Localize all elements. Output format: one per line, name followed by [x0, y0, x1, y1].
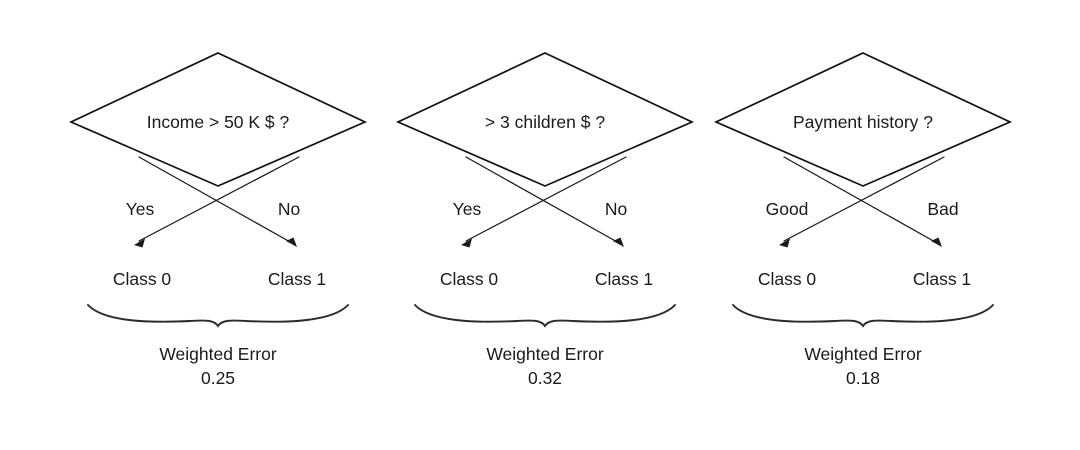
question-label-3: Payment history ?	[793, 112, 933, 132]
decision-diamond-2[interactable]	[395, 52, 695, 187]
branch-label-right-1: No	[278, 199, 300, 219]
leaf-label-right-1: Class 1	[268, 269, 326, 289]
decision-tree-2: > 3 children $ ? Yes No Class 0 Class 1 …	[395, 52, 695, 388]
arrow-head-right-1	[286, 237, 297, 247]
grouping-brace-3	[732, 304, 994, 328]
branch-edge-right-3	[783, 156, 938, 244]
summary-label-1: Weighted Error	[159, 344, 277, 364]
summary-value-2: 0.32	[528, 368, 562, 388]
arrow-head-right-3	[931, 237, 942, 247]
leaf-label-left-3: Class 0	[758, 269, 817, 289]
branch-label-left-3: Good	[766, 199, 809, 219]
arrow-head-left-3	[779, 238, 790, 248]
arrow-head-right-2	[613, 237, 624, 247]
question-label-2: > 3 children $ ?	[485, 112, 605, 132]
branch-edge-left-1	[138, 156, 300, 242]
leaf-label-left-1: Class 0	[113, 269, 172, 289]
arrow-head-left-1	[134, 238, 145, 248]
branch-label-right-3: Bad	[927, 199, 958, 219]
branch-edge-left-2	[465, 156, 627, 242]
leaf-label-right-3: Class 1	[913, 269, 971, 289]
summary-label-3: Weighted Error	[804, 344, 922, 364]
arrow-head-left-2	[461, 238, 472, 248]
grouping-brace-1	[87, 304, 349, 328]
branch-label-left-2: Yes	[453, 199, 482, 219]
decision-diamond-1[interactable]	[68, 52, 368, 187]
leaf-label-right-2: Class 1	[595, 269, 653, 289]
decision-diamond-3[interactable]	[713, 52, 1013, 187]
summary-value-3: 0.18	[846, 368, 880, 388]
grouping-brace-2	[414, 304, 676, 328]
branch-edge-right-1	[138, 156, 293, 244]
question-label-1: Income > 50 K $ ?	[147, 112, 290, 132]
branch-label-left-1: Yes	[126, 199, 155, 219]
decision-tree-1: Income > 50 K $ ? Yes No Class 0 Class 1…	[68, 52, 368, 388]
branch-edge-right-2	[465, 156, 620, 244]
branch-label-right-2: No	[605, 199, 627, 219]
summary-value-1: 0.25	[201, 368, 235, 388]
decision-tree-3: Payment history ? Good Bad Class 0 Class…	[713, 52, 1013, 388]
leaf-label-left-2: Class 0	[440, 269, 499, 289]
branch-edge-left-3	[783, 156, 945, 242]
summary-label-2: Weighted Error	[486, 344, 604, 364]
